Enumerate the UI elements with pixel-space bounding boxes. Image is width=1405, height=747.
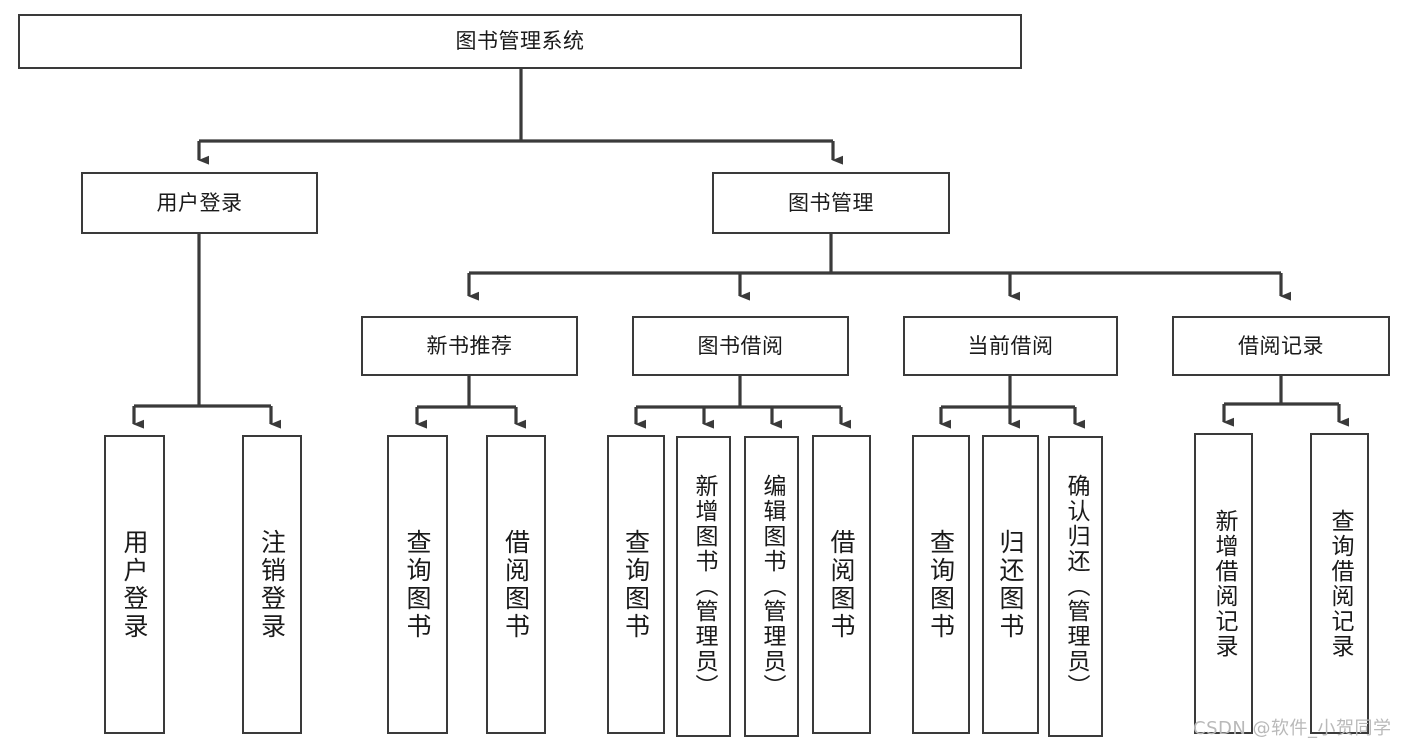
leaf-query-record[interactable]: 查询借阅记录: [1310, 433, 1369, 734]
leaf-query-book-3[interactable]: 查询图书: [912, 435, 970, 734]
node-current-borrow-label: 当前借阅: [967, 333, 1054, 358]
leaf-logout-label: 注销登录: [257, 528, 287, 641]
leaf-query-book-1[interactable]: 查询图书: [387, 435, 448, 734]
node-book-borrow[interactable]: 图书借阅: [632, 316, 849, 376]
leaf-confirm-return-label: 确认归还（管理员）: [1063, 474, 1089, 699]
leaf-add-book[interactable]: 新增图书（管理员）: [676, 436, 731, 737]
leaf-return-book-label: 归还图书: [996, 528, 1025, 641]
node-borrow-records[interactable]: 借阅记录: [1172, 316, 1390, 376]
leaf-query-book-2-label: 查询图书: [621, 528, 651, 641]
node-new-book-recommend[interactable]: 新书推荐: [361, 316, 578, 376]
watermark: CSDN @软件_小贺同学: [1193, 718, 1392, 739]
leaf-query-book-2[interactable]: 查询图书: [607, 435, 665, 734]
node-root[interactable]: 图书管理系统: [18, 14, 1022, 69]
leaf-query-record-label: 查询借阅记录: [1327, 508, 1353, 659]
leaf-edit-book-label: 编辑图书（管理员）: [759, 474, 785, 699]
leaf-user-login-label: 用户登录: [120, 528, 149, 641]
leaf-borrow-book-1[interactable]: 借阅图书: [486, 435, 546, 734]
node-user-login-label: 用户登录: [156, 190, 243, 215]
node-root-label: 图书管理系统: [455, 29, 585, 54]
leaf-logout[interactable]: 注销登录: [242, 435, 302, 734]
leaf-user-login[interactable]: 用户登录: [104, 435, 165, 734]
leaf-return-book[interactable]: 归还图书: [982, 435, 1039, 734]
leaf-add-record-label: 新增借阅记录: [1211, 508, 1237, 659]
leaf-edit-book[interactable]: 编辑图书（管理员）: [744, 436, 799, 737]
leaf-query-book-1-label: 查询图书: [403, 528, 432, 641]
node-user-login[interactable]: 用户登录: [81, 172, 318, 234]
leaf-query-book-3-label: 查询图书: [926, 528, 956, 641]
node-current-borrow[interactable]: 当前借阅: [903, 316, 1118, 376]
node-book-management-label: 图书管理: [788, 190, 874, 215]
leaf-borrow-book-1-label: 借阅图书: [501, 528, 531, 641]
leaf-add-book-label: 新增图书（管理员）: [691, 474, 717, 699]
leaf-confirm-return[interactable]: 确认归还（管理员）: [1048, 436, 1103, 737]
node-book-management[interactable]: 图书管理: [712, 172, 950, 234]
node-new-book-recommend-label: 新书推荐: [426, 333, 513, 358]
leaf-borrow-book-2[interactable]: 借阅图书: [812, 435, 871, 734]
node-book-borrow-label: 图书借阅: [697, 333, 784, 358]
leaf-borrow-book-2-label: 借阅图书: [827, 528, 856, 641]
node-borrow-records-label: 借阅记录: [1238, 333, 1324, 358]
leaf-add-record[interactable]: 新增借阅记录: [1194, 433, 1253, 734]
